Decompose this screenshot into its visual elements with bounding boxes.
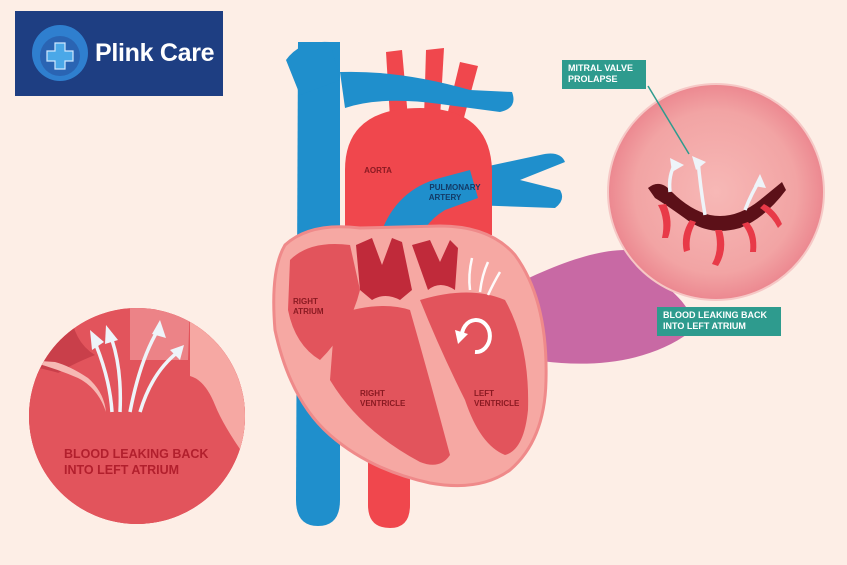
label-left-ventricle-2: VENTRICLE (474, 399, 520, 408)
label-right-atrium-1: RIGHT (293, 297, 318, 306)
circulation-arrow-head (455, 330, 468, 344)
label-pulmonary-artery-2: ARTERY (429, 193, 462, 202)
medical-cross-icon (32, 25, 88, 81)
label-right-ventricle-1: RIGHT (360, 389, 385, 398)
circulation-arrow (459, 318, 492, 355)
left-ventricle-chamber (420, 292, 529, 455)
mvp-leader-line (647, 85, 690, 155)
pulmonary-valve (412, 240, 458, 290)
zoom-left-caption-1: BLOOD LEAKING BACK (64, 447, 208, 461)
septum (412, 299, 473, 461)
label-aorta: AORTA (364, 166, 392, 175)
label-pulmonary-artery-1: PULMONARY (429, 183, 481, 192)
label-left-ventricle-1: LEFT (474, 389, 494, 398)
zoom-left-caption-2: INTO LEFT ATRIUM (64, 463, 179, 477)
zoom-circle-left: BLOOD LEAKING BACK INTO LEFT ATRIUM (29, 308, 245, 524)
pulmonary-vessel-right (470, 153, 565, 208)
vena-cava-top (286, 41, 340, 95)
mitral-leak-jets (468, 257, 502, 296)
aorta (345, 108, 492, 240)
callout-mitral-valve-prolapse: MITRAL VALVE PROLAPSE (562, 60, 646, 89)
pulmonary-arch (340, 71, 514, 112)
callout-blood-leaking: BLOOD LEAKING BACK INTO LEFT ATRIUM (657, 307, 781, 336)
zoom-circle-right (607, 83, 825, 301)
brand-name: Plink Care (95, 39, 215, 67)
label-right-atrium-2: ATRIUM (293, 307, 324, 316)
right-ventricle-chamber (330, 306, 450, 465)
aortic-valve (356, 238, 412, 300)
label-right-ventricle-2: VENTRICLE (360, 399, 406, 408)
prolapsed-valve-leaflet (648, 182, 786, 231)
brand-logo[interactable]: Plink Care (15, 11, 223, 96)
